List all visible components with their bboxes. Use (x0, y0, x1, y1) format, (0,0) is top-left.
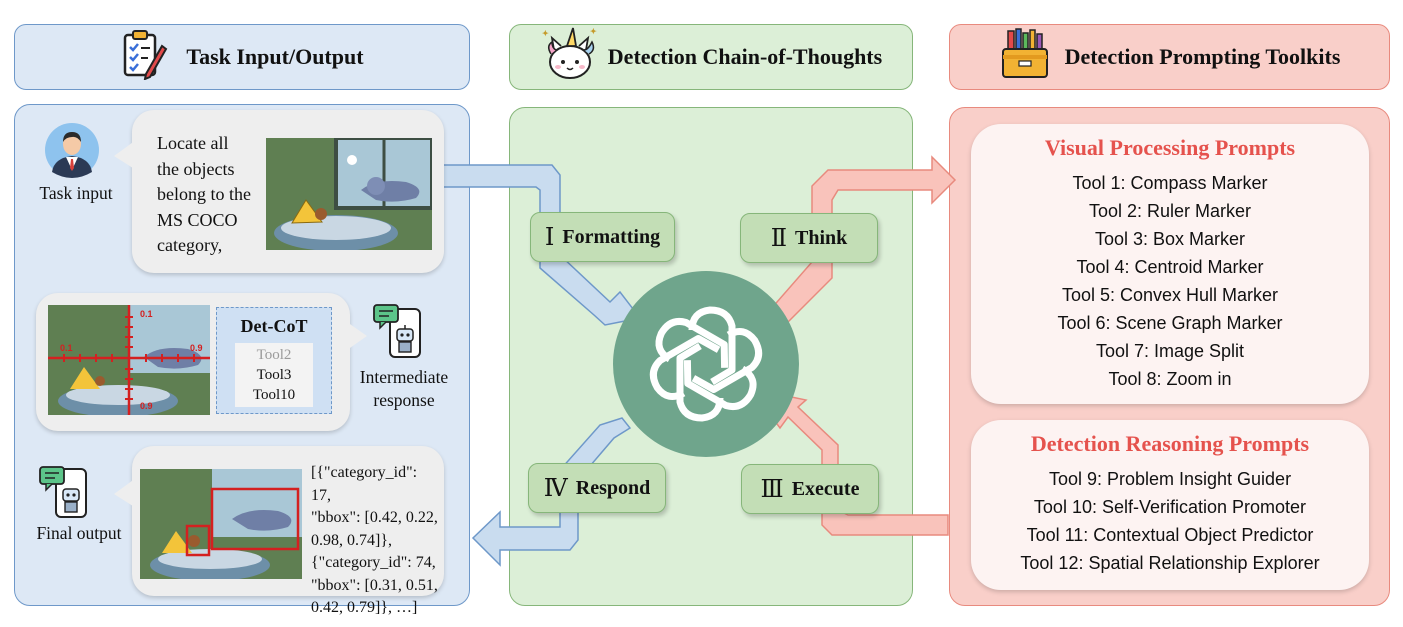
task-input-line: Locate all (157, 133, 229, 153)
step-respond: Ⅳ Respond (528, 463, 666, 513)
tool-item: Tool 8: Zoom in (1108, 369, 1232, 389)
intermediate-caption-line: response (373, 390, 435, 410)
intermediate-caption: Intermediate response (346, 366, 462, 412)
user-avatar-icon (44, 122, 100, 183)
intermediate-bubble-tail (347, 322, 367, 350)
step-respond-num: Ⅳ (543, 475, 568, 502)
tool-item: Tool 9: Problem Insight Guider (1048, 469, 1292, 489)
detection-reasoning-tool-list: Tool 9: Problem Insight Guider Tool 10: … (971, 465, 1369, 577)
visual-processing-card: Visual Processing Prompts Tool 1: Compas… (971, 124, 1369, 404)
svg-text:✦: ✦ (590, 27, 597, 36)
task-input-caption: Task input (39, 183, 113, 203)
detcot-box: Det-CoT Tool2 Tool3 Tool10 (216, 307, 332, 414)
tool-item: Tool 11: Contextual Object Predictor (1026, 525, 1314, 545)
final-robot-phone-icon (38, 465, 92, 528)
unicorn-icon: ✦ ✦ (540, 24, 600, 90)
step-think-num: Ⅱ (770, 225, 788, 252)
svg-text:✦: ✦ (542, 29, 549, 38)
ruler-tick-top: 0.1 (140, 309, 153, 319)
step-think: Ⅱ Think (740, 213, 878, 263)
output-json-line: {"category_id": 74, (311, 554, 436, 571)
cot-header-title: Detection Chain-of-Thoughts (607, 44, 883, 69)
tool-item: Tool 4: Centroid Marker (1076, 257, 1264, 277)
detcot-title: Det-CoT (240, 316, 308, 336)
output-json-line: "bbox": [0.31, 0.51, (311, 576, 438, 594)
tool-item: Tool 12: Spatial Relationship Explorer (1020, 553, 1320, 573)
tool-item: Tool 2: Ruler Marker (1088, 201, 1252, 221)
output-json-line: 0.98, 0.74]}, (311, 531, 393, 549)
visual-processing-title: Visual Processing Prompts (1044, 135, 1296, 160)
step-formatting-num: Ⅰ (544, 224, 555, 251)
detection-reasoning-card: Detection Reasoning Prompts Tool 9: Prob… (971, 420, 1369, 590)
tool-item: Tool 5: Convex Hull Marker (1061, 285, 1279, 305)
task-header: Task Input/Output (14, 24, 470, 90)
tool-item: Tool 10: Self-Verification Promoter (1033, 497, 1307, 517)
visual-processing-tool-list: Tool 1: Compass Marker Tool 2: Ruler Mar… (971, 169, 1369, 393)
robot-phone-icon (372, 303, 426, 366)
detcot-tool: Tool3 (256, 367, 292, 383)
toolbox-icon (999, 27, 1051, 87)
task-header-title: Task Input/Output (186, 44, 364, 69)
task-input-text: Locate all the objects belong to the MS … (157, 131, 267, 259)
step-execute: Ⅲ Execute (741, 464, 879, 514)
task-input-line: MS COCO (157, 209, 238, 230)
output-json: [{"category_id": 17, "bbox": [0.42, 0.22… (311, 462, 441, 620)
intermediate-caption-line: Intermediate (359, 367, 449, 387)
output-json-line: 0.42, 0.79]}, …] (311, 599, 418, 616)
final-output-bubble-tail (114, 478, 136, 508)
step-execute-num: Ⅲ (760, 476, 784, 503)
final-output-caption: Final output (36, 523, 122, 543)
input-image (266, 138, 432, 250)
tool-item: Tool 3: Box Marker (1094, 229, 1246, 249)
tool-item: Tool 6: Scene Graph Marker (1057, 313, 1283, 333)
task-input-line: belong to the (157, 184, 251, 204)
detection-reasoning-title: Detection Reasoning Prompts (1030, 431, 1310, 456)
detcot-tool-list: Tool2 Tool3 Tool10 (235, 343, 313, 407)
task-input-bubble-tail (114, 140, 136, 170)
ruler-tick-bottom: 0.9 (140, 401, 153, 411)
openai-logo-icon (612, 270, 800, 463)
toolkits-header-title: Detection Prompting Toolkits (1064, 44, 1341, 69)
output-image (140, 469, 302, 579)
tool-item: Tool 7: Image Split (1095, 341, 1245, 361)
detcot-tool: Tool10 (252, 387, 296, 403)
step-execute-label: Execute (791, 477, 860, 500)
output-json-line: "bbox": [0.42, 0.22, (311, 509, 438, 526)
output-json-line: [{"category_id": 17, (311, 464, 418, 504)
task-input-line: category, (157, 235, 223, 255)
task-input-line: the objects (157, 158, 235, 179)
toolkits-header: Detection Prompting Toolkits (949, 24, 1390, 90)
step-think-label: Think (795, 226, 848, 249)
ruler-tick-left: 0.1 (60, 343, 73, 353)
detcot-tool: Tool2 (256, 347, 292, 363)
ruler-tick-right: 0.9 (190, 343, 203, 353)
ruler-image: 0.1 0.1 0.9 0.9 (48, 305, 210, 415)
cot-header: ✦ ✦ Detection Chain-of-Thoughts (509, 24, 913, 90)
clipboard-icon (120, 28, 168, 86)
tool-item: Tool 1: Compass Marker (1072, 173, 1268, 193)
step-formatting-label: Formatting (562, 225, 661, 248)
step-respond-label: Respond (575, 476, 651, 499)
step-formatting: Ⅰ Formatting (530, 212, 675, 262)
arrow-think-to-toolkits (768, 155, 957, 326)
